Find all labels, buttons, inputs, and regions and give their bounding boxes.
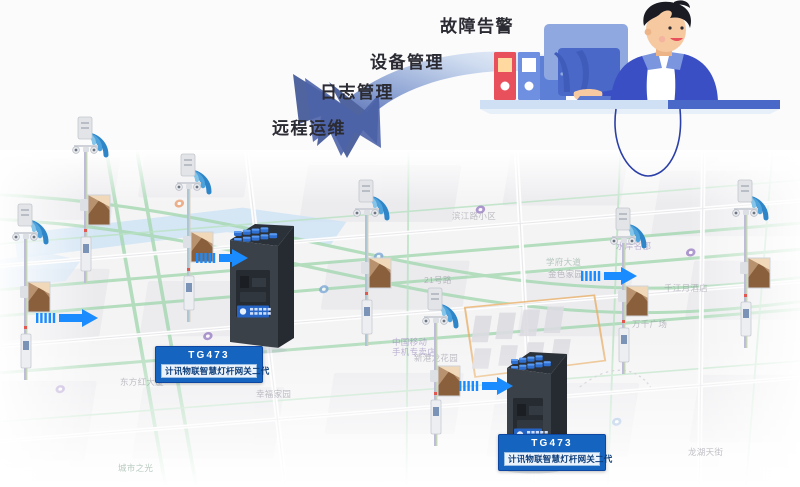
smart-light-pole bbox=[422, 287, 461, 446]
flow-arrow bbox=[459, 377, 513, 395]
flow-label-device-management: 设备管理 bbox=[370, 53, 444, 72]
pole-display-screen bbox=[87, 194, 111, 226]
device-name: 计讯物联智慧灯杆网关二代 bbox=[504, 452, 612, 466]
device-badge-gateway-1[interactable]: TG473 计讯物联智慧灯杆网关二代 bbox=[155, 346, 269, 383]
map-poi-label: 滨江路小区 bbox=[452, 211, 497, 221]
map-poi-label: 21号路 bbox=[424, 275, 452, 285]
pole-display-screen bbox=[27, 281, 51, 313]
smart-light-pole bbox=[12, 203, 51, 380]
gateway-cabinet-gateway-1 bbox=[228, 224, 294, 354]
connector-cluster bbox=[507, 352, 567, 374]
desk-accent bbox=[668, 100, 780, 109]
device-name: 计讯物联智慧灯杆网关二代 bbox=[161, 364, 269, 378]
map-poi-label: 幸福家园 bbox=[256, 389, 292, 399]
map-poi-label: 手机专卖店 bbox=[392, 347, 437, 357]
map-poi-label: 东方红大厦 bbox=[120, 377, 165, 387]
pole-display-screen bbox=[437, 365, 461, 397]
desk-surface bbox=[480, 100, 780, 109]
flow-label-log-management: 日志管理 bbox=[320, 83, 394, 102]
map-poi-label: 金色家园 bbox=[548, 269, 584, 279]
map-poi-label: 千江月酒店 bbox=[664, 283, 709, 293]
pole-display-screen bbox=[368, 257, 392, 289]
monitor bbox=[544, 24, 628, 96]
city-map bbox=[0, 150, 800, 487]
device-badge-gateway-2[interactable]: TG473 计讯物联智慧灯杆网关二代 bbox=[498, 434, 612, 471]
map-poi-label: 水岸名都 bbox=[616, 241, 652, 251]
cable bbox=[614, 108, 682, 177]
binder-red bbox=[494, 52, 516, 100]
smart-light-pole bbox=[732, 179, 771, 348]
smart-light-pole bbox=[72, 116, 111, 283]
operator-workstation bbox=[480, 0, 780, 177]
map-poi-label: 城市之光 bbox=[118, 463, 154, 473]
device-model: TG473 bbox=[188, 350, 230, 361]
map-svg bbox=[0, 150, 800, 487]
smart-light-pole bbox=[175, 153, 214, 322]
person-operator bbox=[573, 0, 718, 104]
smart-light-pole bbox=[353, 179, 392, 346]
pole-display-screen bbox=[625, 285, 649, 317]
map-poi-label: 龙湖天街 bbox=[688, 447, 724, 457]
pole-display-screen bbox=[747, 257, 771, 289]
flow-arrow bbox=[196, 249, 248, 267]
binder-blue bbox=[518, 52, 540, 100]
map-poi-label: 学府大道 bbox=[546, 257, 582, 267]
flow-label-remote-ops: 远程运维 bbox=[272, 119, 346, 138]
flow-arrow bbox=[36, 309, 98, 327]
map-poi-label: 中国移动 bbox=[392, 337, 428, 347]
map-poi-label: 万千广场 bbox=[632, 319, 668, 329]
smart-light-pole bbox=[610, 207, 649, 374]
device-model: TG473 bbox=[531, 438, 573, 449]
connector-cluster bbox=[230, 224, 294, 246]
flow-label-fault-alarm: 故障告警 bbox=[440, 17, 514, 36]
flow-arrow bbox=[581, 267, 637, 285]
